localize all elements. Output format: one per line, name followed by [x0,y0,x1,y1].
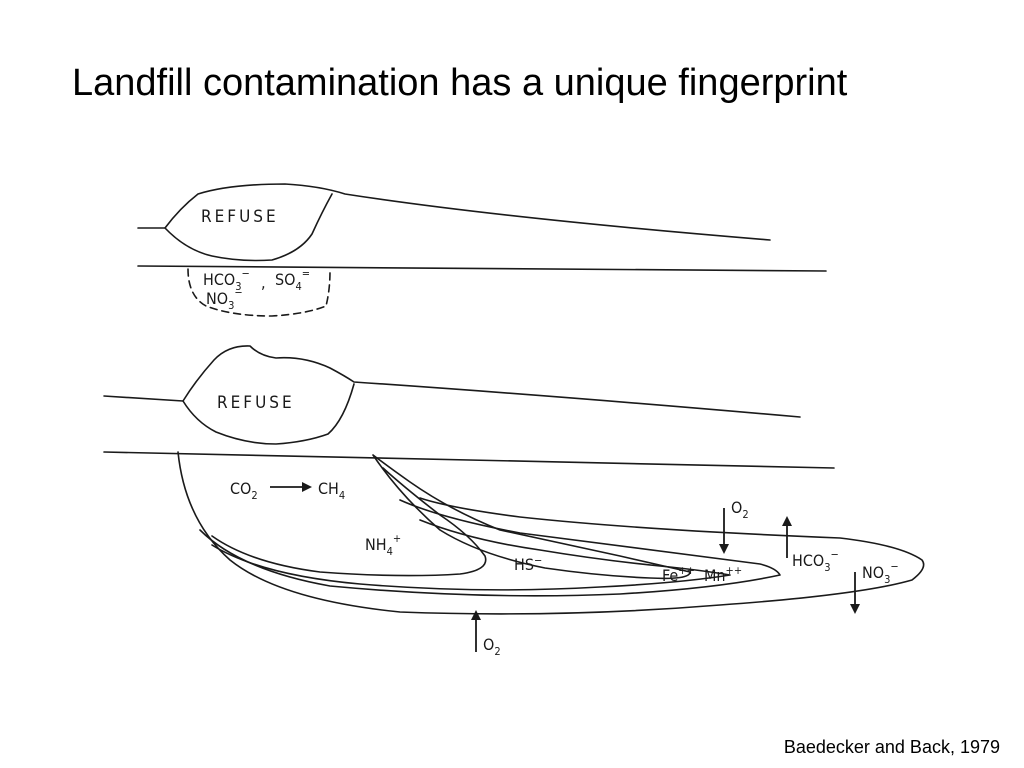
plume-iron-manganese-zone [211,519,731,591]
top-water-table [137,265,827,272]
plume-outer-zone [177,451,925,615]
co2-label: CO2 [230,479,258,502]
top-land-surface [137,183,771,241]
bottom-land-surface [103,345,801,418]
hs-label: HS− [514,554,542,574]
slide-title: Landfill contamination has a unique fing… [72,62,848,104]
no3-bottom-label: NO3− [862,560,899,586]
plume-nitrate-zone [199,499,781,597]
nh4-label: NH4+ [365,532,401,558]
hco3-bottom-label: HCO3− [792,548,839,574]
ch4-label: CH4 [318,479,345,502]
top-no3-label: NO3− [206,286,243,312]
citation: Baedecker and Back, 1979 [783,737,1000,757]
bottom-refuse-mound [182,383,355,445]
fe-label: Fe++ [662,564,695,585]
top-refuse-mound [164,193,333,262]
plume-sulfide-zone [372,454,691,580]
top-separator-label: , [261,273,266,292]
top-hco3-label: HCO3− [203,267,250,293]
top-so4-label: SO4= [275,267,310,293]
o2-top-label: O2 [731,498,749,521]
top-plume-dashed [187,268,331,317]
top-refuse-label: REFUSE [201,207,279,227]
bottom-water-table [103,451,835,469]
o2-bottom-label: O2 [483,635,501,658]
plume-ammonium-zone [211,467,487,577]
mn-label: Mn++ [704,564,742,585]
bottom-refuse-label: REFUSE [217,393,295,413]
